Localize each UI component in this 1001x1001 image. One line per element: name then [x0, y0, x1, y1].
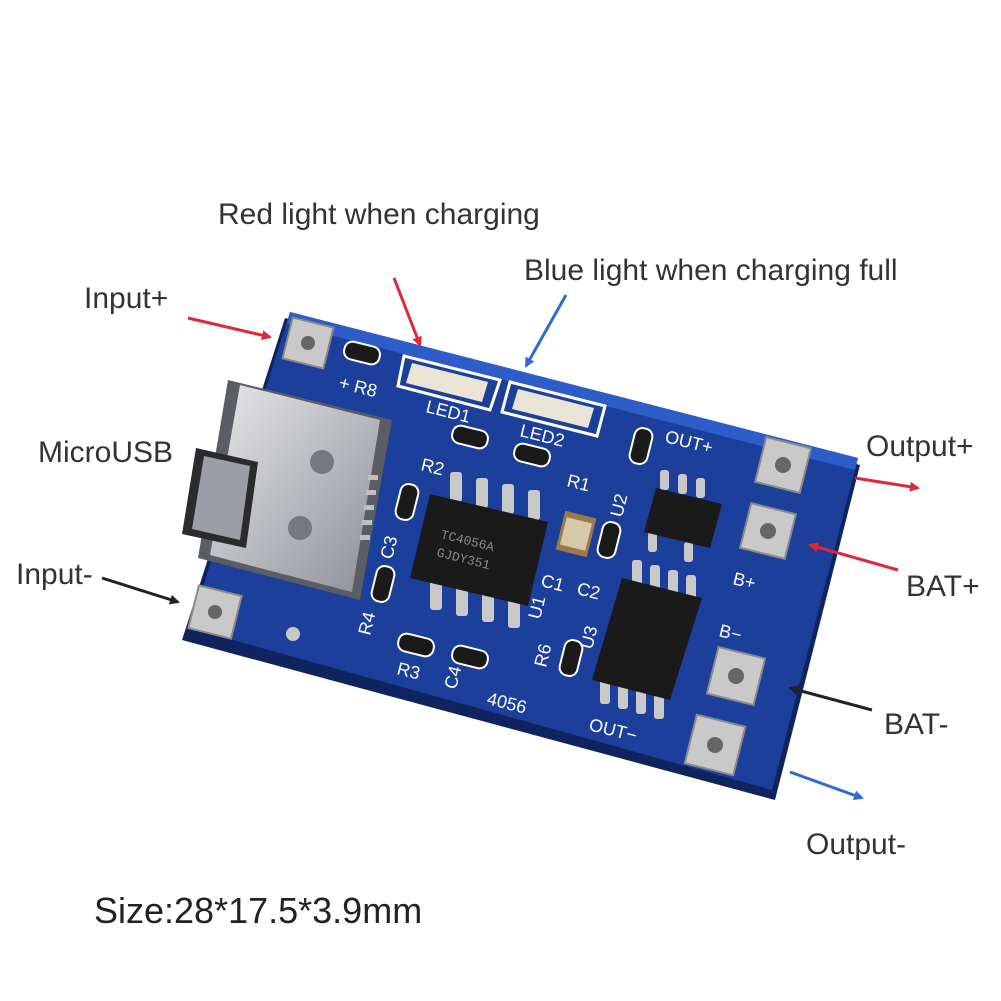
label-blue-light: Blue light when charging full [524, 254, 898, 287]
arrow-input-minus [101, 576, 180, 605]
passive-components [343, 340, 654, 677]
arrow-input-plus [187, 316, 272, 341]
mounting-hole [286, 627, 300, 641]
charger-chip [410, 472, 548, 628]
capacitor-c1 [555, 510, 597, 558]
label-bat-plus: BAT+ [906, 570, 980, 603]
arrow-output-minus [789, 770, 864, 800]
micro-usb-connector [182, 380, 392, 600]
led-components [396, 354, 607, 438]
label-output-minus: Output- [806, 828, 907, 861]
arrow-output-plus [854, 476, 920, 492]
label-bat-minus: BAT- [884, 708, 949, 741]
protection-chip [592, 560, 702, 719]
annotation-arrows [101, 277, 920, 800]
label-input-plus: Input+ [84, 282, 169, 315]
label-input-minus: Input- [16, 558, 93, 591]
arrow-bat-minus [788, 685, 873, 712]
size-label: Size:28*17.5*3.9mm [94, 890, 423, 931]
arrow-red-light [392, 277, 422, 347]
mosfet-chip [644, 470, 722, 562]
label-micro-usb: MicroUSB [38, 436, 174, 469]
arrow-bat-plus [808, 542, 899, 572]
label-output-plus: Output+ [866, 430, 974, 463]
label-red-light: Red light when charging [218, 198, 540, 231]
arrow-blue-light [524, 294, 568, 368]
